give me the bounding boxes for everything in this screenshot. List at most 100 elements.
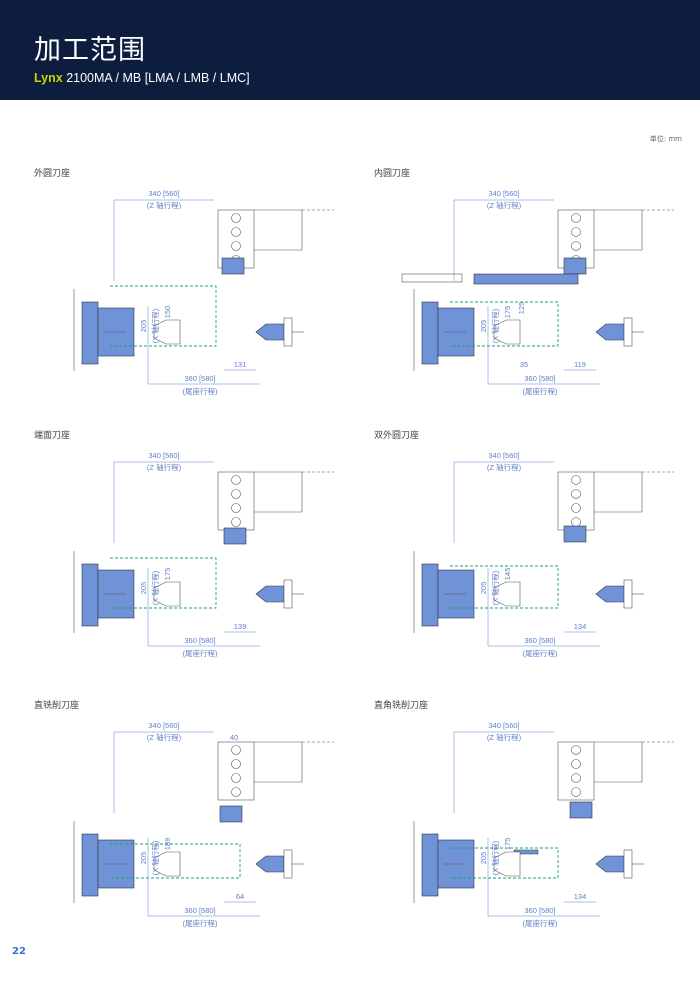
z-travel-value: 340 [560]: [488, 721, 519, 730]
panel-title: 外圆刀座: [34, 169, 71, 179]
page-number: 22: [12, 946, 26, 957]
top-dimension-value: 40: [230, 733, 238, 742]
z-travel-label: (Z 轴行程): [487, 462, 522, 472]
chuck-body: [421, 563, 439, 627]
tailstock-quill: [283, 317, 293, 347]
turret-body: [557, 741, 595, 801]
x-dimension-value: 205: [139, 320, 148, 333]
z-travel-value: 340 [560]: [148, 721, 179, 730]
z-travel-label: (Z 轴行程): [147, 732, 182, 742]
panel-title: 内圆刀座: [374, 169, 411, 179]
tool-holder: [563, 525, 587, 543]
turret-bolt-icon: [231, 773, 241, 783]
tail-travel-value: 360 [580]: [524, 906, 555, 915]
z-travel-value: 340 [560]: [148, 189, 179, 198]
turret-bolt-icon: [571, 787, 581, 797]
panel-title: 直角铣削刀座: [374, 701, 429, 711]
page-subtitle: Lynx 2100MA / MB [LMA / LMB / LMC]: [34, 71, 250, 85]
unit-label: 单位: mm: [649, 135, 682, 143]
turret-bolt-icon: [231, 241, 241, 251]
x-dimension-value-2: 145: [503, 568, 512, 581]
tailstock-center: [595, 855, 625, 873]
x-dimension-value: 205: [479, 852, 488, 865]
travel-envelope: [110, 843, 241, 879]
turret-bolt-icon: [231, 213, 241, 223]
workpiece-outline: [153, 851, 181, 877]
turret-bolt-icon: [571, 745, 581, 755]
turret-bolt-icon: [231, 489, 241, 499]
tool-holder: [219, 805, 243, 823]
tailstock-quill: [283, 849, 293, 879]
tool-holder: [221, 257, 245, 275]
chuck-body: [421, 301, 439, 365]
tool-holder: [563, 257, 587, 275]
z-travel-label: (Z 轴行程): [487, 200, 522, 210]
right-dimension-value: 131: [234, 360, 247, 369]
chuck-body: [81, 563, 99, 627]
tailstock-center: [255, 323, 285, 341]
panel-title: 端面刀座: [34, 431, 71, 441]
tool-holder: [223, 527, 247, 545]
workpiece-outline: [493, 319, 521, 345]
panel-title: 双外圆刀座: [374, 431, 420, 441]
turret-bolt-icon: [571, 213, 581, 223]
tailstock-center: [595, 323, 625, 341]
travel-envelope: [110, 557, 217, 609]
x-dimension-value-2: 175: [163, 568, 172, 581]
tail-travel-value: 360 [580]: [184, 906, 215, 915]
right-dimension-value: 134: [574, 622, 587, 631]
x-travel-label: (X 轴行程): [490, 570, 500, 605]
turret-bolt-icon: [571, 227, 581, 237]
workpiece-outline: [493, 851, 521, 877]
right-dimension-value: 139: [234, 622, 247, 631]
turret-bolt-icon: [571, 759, 581, 769]
brand-name: Lynx: [34, 71, 63, 85]
turret-body: [217, 741, 255, 801]
turret-body: [217, 471, 255, 531]
chuck-body: [81, 301, 99, 365]
tail-travel-label: (尾座行程): [183, 648, 218, 658]
turret-bolt-icon: [231, 475, 241, 485]
tailstock-center: [255, 585, 285, 603]
x-travel-label: (X 轴行程): [150, 840, 160, 875]
chuck-body: [421, 833, 439, 897]
x-travel-label: (X 轴行程): [490, 840, 500, 875]
turret-bolt-icon: [571, 241, 581, 251]
tail-travel-label: (尾座行程): [183, 386, 218, 396]
tailstock-quill: [623, 317, 633, 347]
turret-bolt-icon: [231, 227, 241, 237]
travel-envelope: [110, 285, 217, 347]
workpiece-outline: [153, 581, 181, 607]
turret-bolt-icon: [231, 787, 241, 797]
x-dimension-value: 205: [479, 320, 488, 333]
tail-travel-label: (尾座行程): [523, 918, 558, 928]
boring-bar-shank: [401, 273, 463, 283]
workpiece-outline: [493, 581, 521, 607]
z-travel-label: (Z 轴行程): [487, 732, 522, 742]
turret-bolt-icon: [571, 503, 581, 513]
x-travel-label: (X 轴行程): [490, 308, 500, 343]
tail-travel-label: (尾座行程): [183, 918, 218, 928]
tailstock-quill: [623, 579, 633, 609]
turret-bolt-icon: [231, 759, 241, 769]
chuck-body: [81, 833, 99, 897]
workpiece-outline: [153, 319, 181, 345]
x-dimension-value-2: 189: [163, 838, 172, 851]
travel-envelope: [450, 301, 559, 347]
z-travel-value: 340 [560]: [488, 451, 519, 460]
right-dimension-value: 134: [574, 892, 587, 901]
boring-bar: [473, 273, 579, 285]
model-name: 2100MA / MB [LMA / LMB / LMC]: [66, 71, 250, 85]
x-dimension-value: 205: [479, 582, 488, 595]
tool-holder: [569, 801, 593, 819]
tailstock-center: [595, 585, 625, 603]
